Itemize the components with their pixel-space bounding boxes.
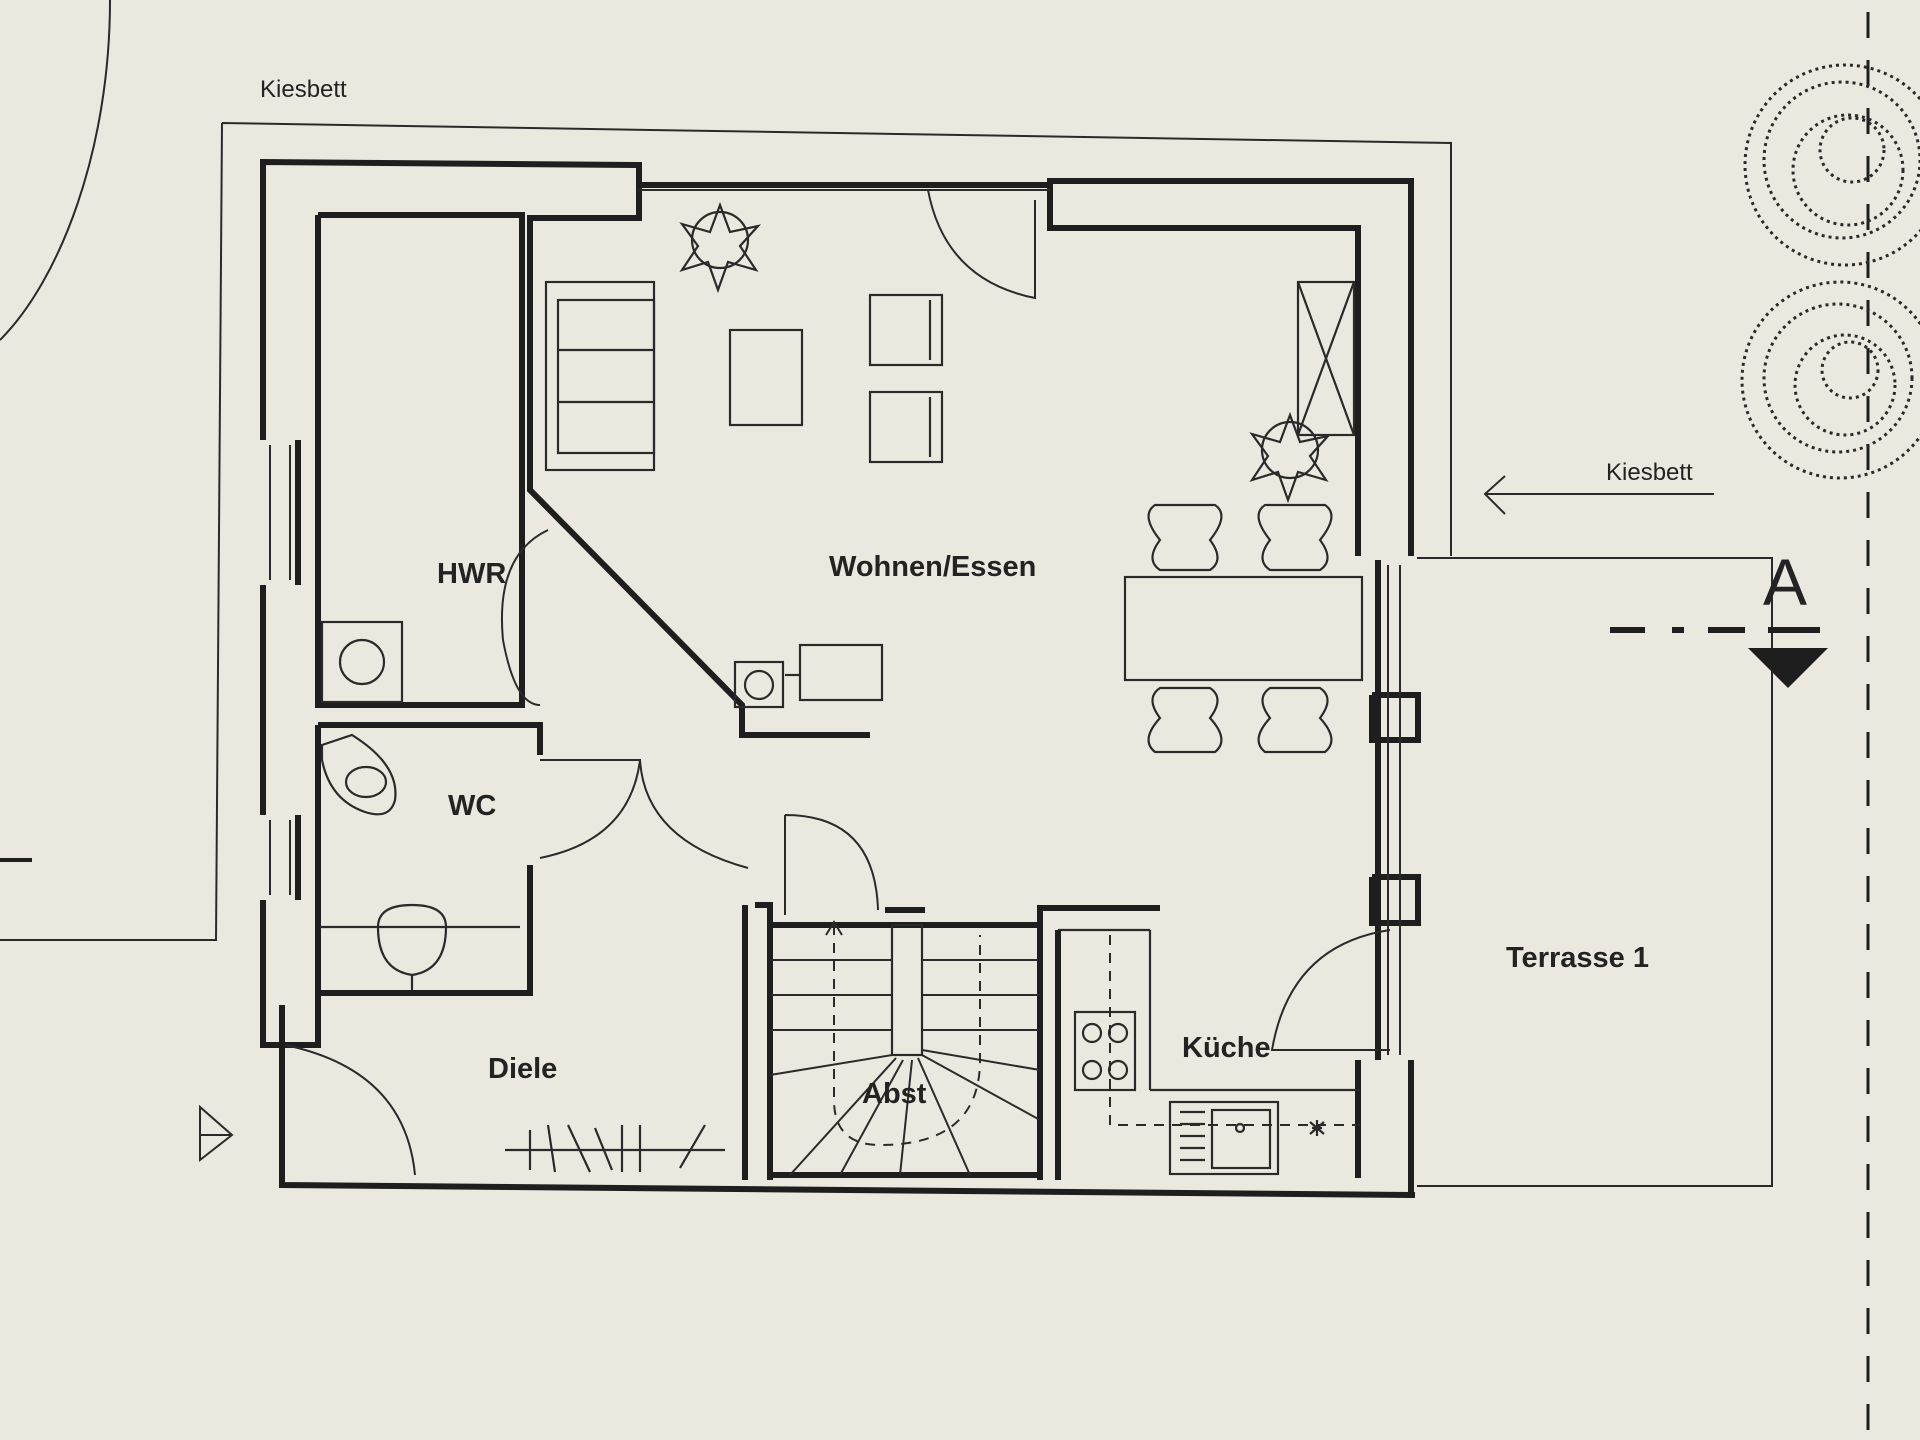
toilet-icon xyxy=(320,733,397,816)
room-label-hwr: HWR xyxy=(437,558,507,590)
coffee-table xyxy=(728,328,804,427)
inner-wall-lines xyxy=(279,183,1421,1180)
site-boundary-arc xyxy=(0,0,111,341)
room-label-diele: Diele xyxy=(488,1053,558,1085)
room-label-terrasse: Terrasse 1 xyxy=(1506,942,1649,974)
tree-icon xyxy=(1740,63,1920,480)
gravel-bed-outline xyxy=(0,122,1452,941)
entrance-marker-icon xyxy=(199,1104,234,1163)
wardrobe-icon xyxy=(505,1124,725,1173)
outer-walls xyxy=(260,158,1416,1198)
terrace-outline xyxy=(1417,557,1773,1187)
plant-icon xyxy=(679,201,1332,504)
room-label-abst: Abst xyxy=(862,1078,927,1110)
sideboard-icon xyxy=(1296,280,1356,437)
washbasin-icon xyxy=(320,903,520,990)
washing-machine-icon xyxy=(320,620,404,704)
armchair-icon xyxy=(868,293,944,464)
boiler-icon xyxy=(733,643,884,709)
room-label-wc: WC xyxy=(448,790,497,822)
room-label-kueche: Küche xyxy=(1182,1032,1271,1064)
dining-table-icon xyxy=(1123,503,1364,754)
kitchen-sink-icon xyxy=(1168,1100,1325,1176)
windows xyxy=(269,189,1401,1055)
staircase-icon xyxy=(767,920,1043,1178)
gravel-bed-label-right: Kiesbett xyxy=(1606,459,1693,486)
section-marker xyxy=(1610,627,1828,688)
gravel-bed-label-top: Kiesbett xyxy=(260,76,347,103)
doors xyxy=(284,189,1391,1176)
arrow-left-icon xyxy=(1483,475,1714,515)
stove-icon xyxy=(1073,1010,1137,1092)
room-label-wohnen-essen: Wohnen/Essen xyxy=(829,551,1037,583)
kitchen-counter xyxy=(1058,928,1360,1126)
section-marker-label: A xyxy=(1763,545,1808,619)
sofa-icon xyxy=(544,280,656,472)
